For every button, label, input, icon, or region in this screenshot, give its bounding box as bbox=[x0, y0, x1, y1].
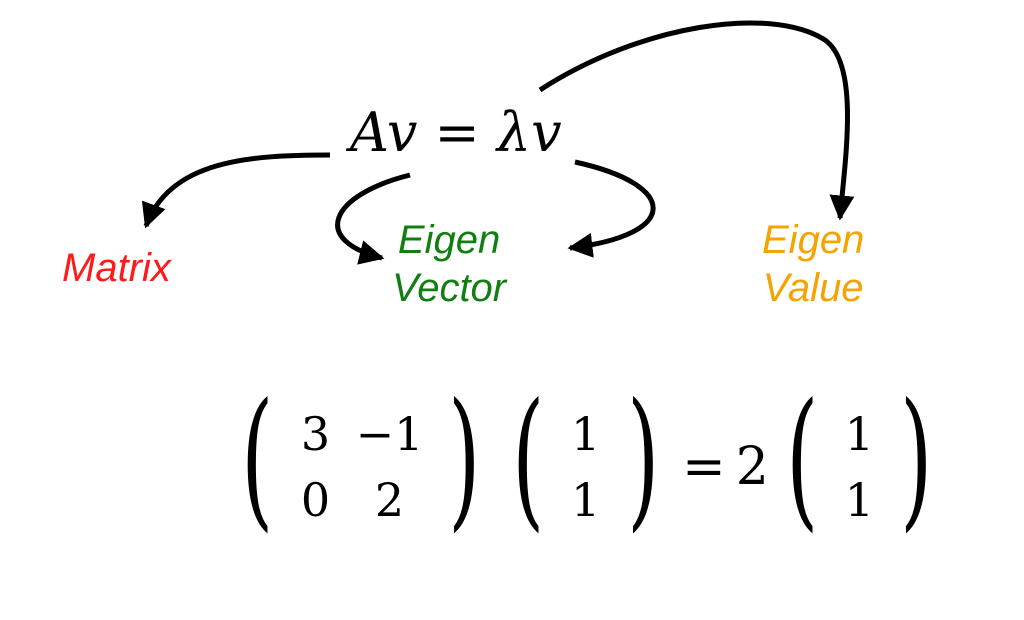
example-vector: 1 1 bbox=[558, 401, 614, 533]
vector-cell: 1 bbox=[570, 407, 601, 461]
result-vector-cell: 1 bbox=[844, 407, 874, 461]
eigen-value-label: Eigen Value bbox=[762, 216, 864, 312]
arrow-to-matrix bbox=[141, 152, 331, 229]
eigen-vector-label-line-1: Eigen bbox=[397, 218, 501, 262]
equals-sign: = bbox=[434, 101, 480, 164]
example-matrix: 3 −1 0 2 bbox=[287, 401, 435, 533]
eigen-value-label-line-2: Value bbox=[762, 266, 864, 310]
eigen-value-label-line-1: Eigen bbox=[762, 218, 865, 262]
vector-left-paren: ( bbox=[512, 372, 545, 546]
eigen-vector-label: Eigen Vector bbox=[392, 216, 506, 312]
example-equals-sign: = bbox=[682, 437, 726, 497]
matrix-cell: 0 bbox=[300, 473, 331, 527]
matrix-cell: 3 bbox=[300, 407, 331, 461]
matrix-label-line: Matrix bbox=[62, 246, 171, 290]
example-equation: ( 3 −1 0 2 ) ( 1 1 ) = 2 ( 1 1 ) bbox=[228, 384, 946, 542]
matrix-right-paren: ) bbox=[447, 372, 480, 546]
matrix-symbol: A bbox=[350, 101, 387, 164]
eigen-equation: Av = λv bbox=[350, 106, 562, 160]
vector-right-paren: ) bbox=[626, 372, 659, 546]
arrow-to-eigen-value bbox=[538, 20, 855, 221]
example-eigenvalue: 2 bbox=[735, 437, 769, 497]
eigen-vector-label-line-2: Vector bbox=[392, 266, 507, 310]
arrow-to-eigen-vector-left bbox=[335, 172, 411, 265]
result-left-paren: ( bbox=[785, 372, 819, 546]
arrow-to-eigen-vector-right bbox=[567, 159, 656, 258]
result-vector-cell: 1 bbox=[844, 473, 874, 527]
matrix-cell: −1 bbox=[355, 407, 424, 461]
matrix-left-paren: ( bbox=[241, 372, 274, 546]
matrix-label: Matrix bbox=[62, 244, 171, 292]
vector-cell: 1 bbox=[570, 473, 601, 527]
matrix-cell: 2 bbox=[374, 473, 405, 527]
result-right-paren: ) bbox=[900, 372, 933, 546]
lambda-symbol: λ bbox=[496, 101, 532, 164]
vector-symbol: v bbox=[386, 101, 418, 164]
vector-symbol-rhs: v bbox=[531, 101, 562, 164]
example-result-vector: 1 1 bbox=[831, 401, 887, 533]
